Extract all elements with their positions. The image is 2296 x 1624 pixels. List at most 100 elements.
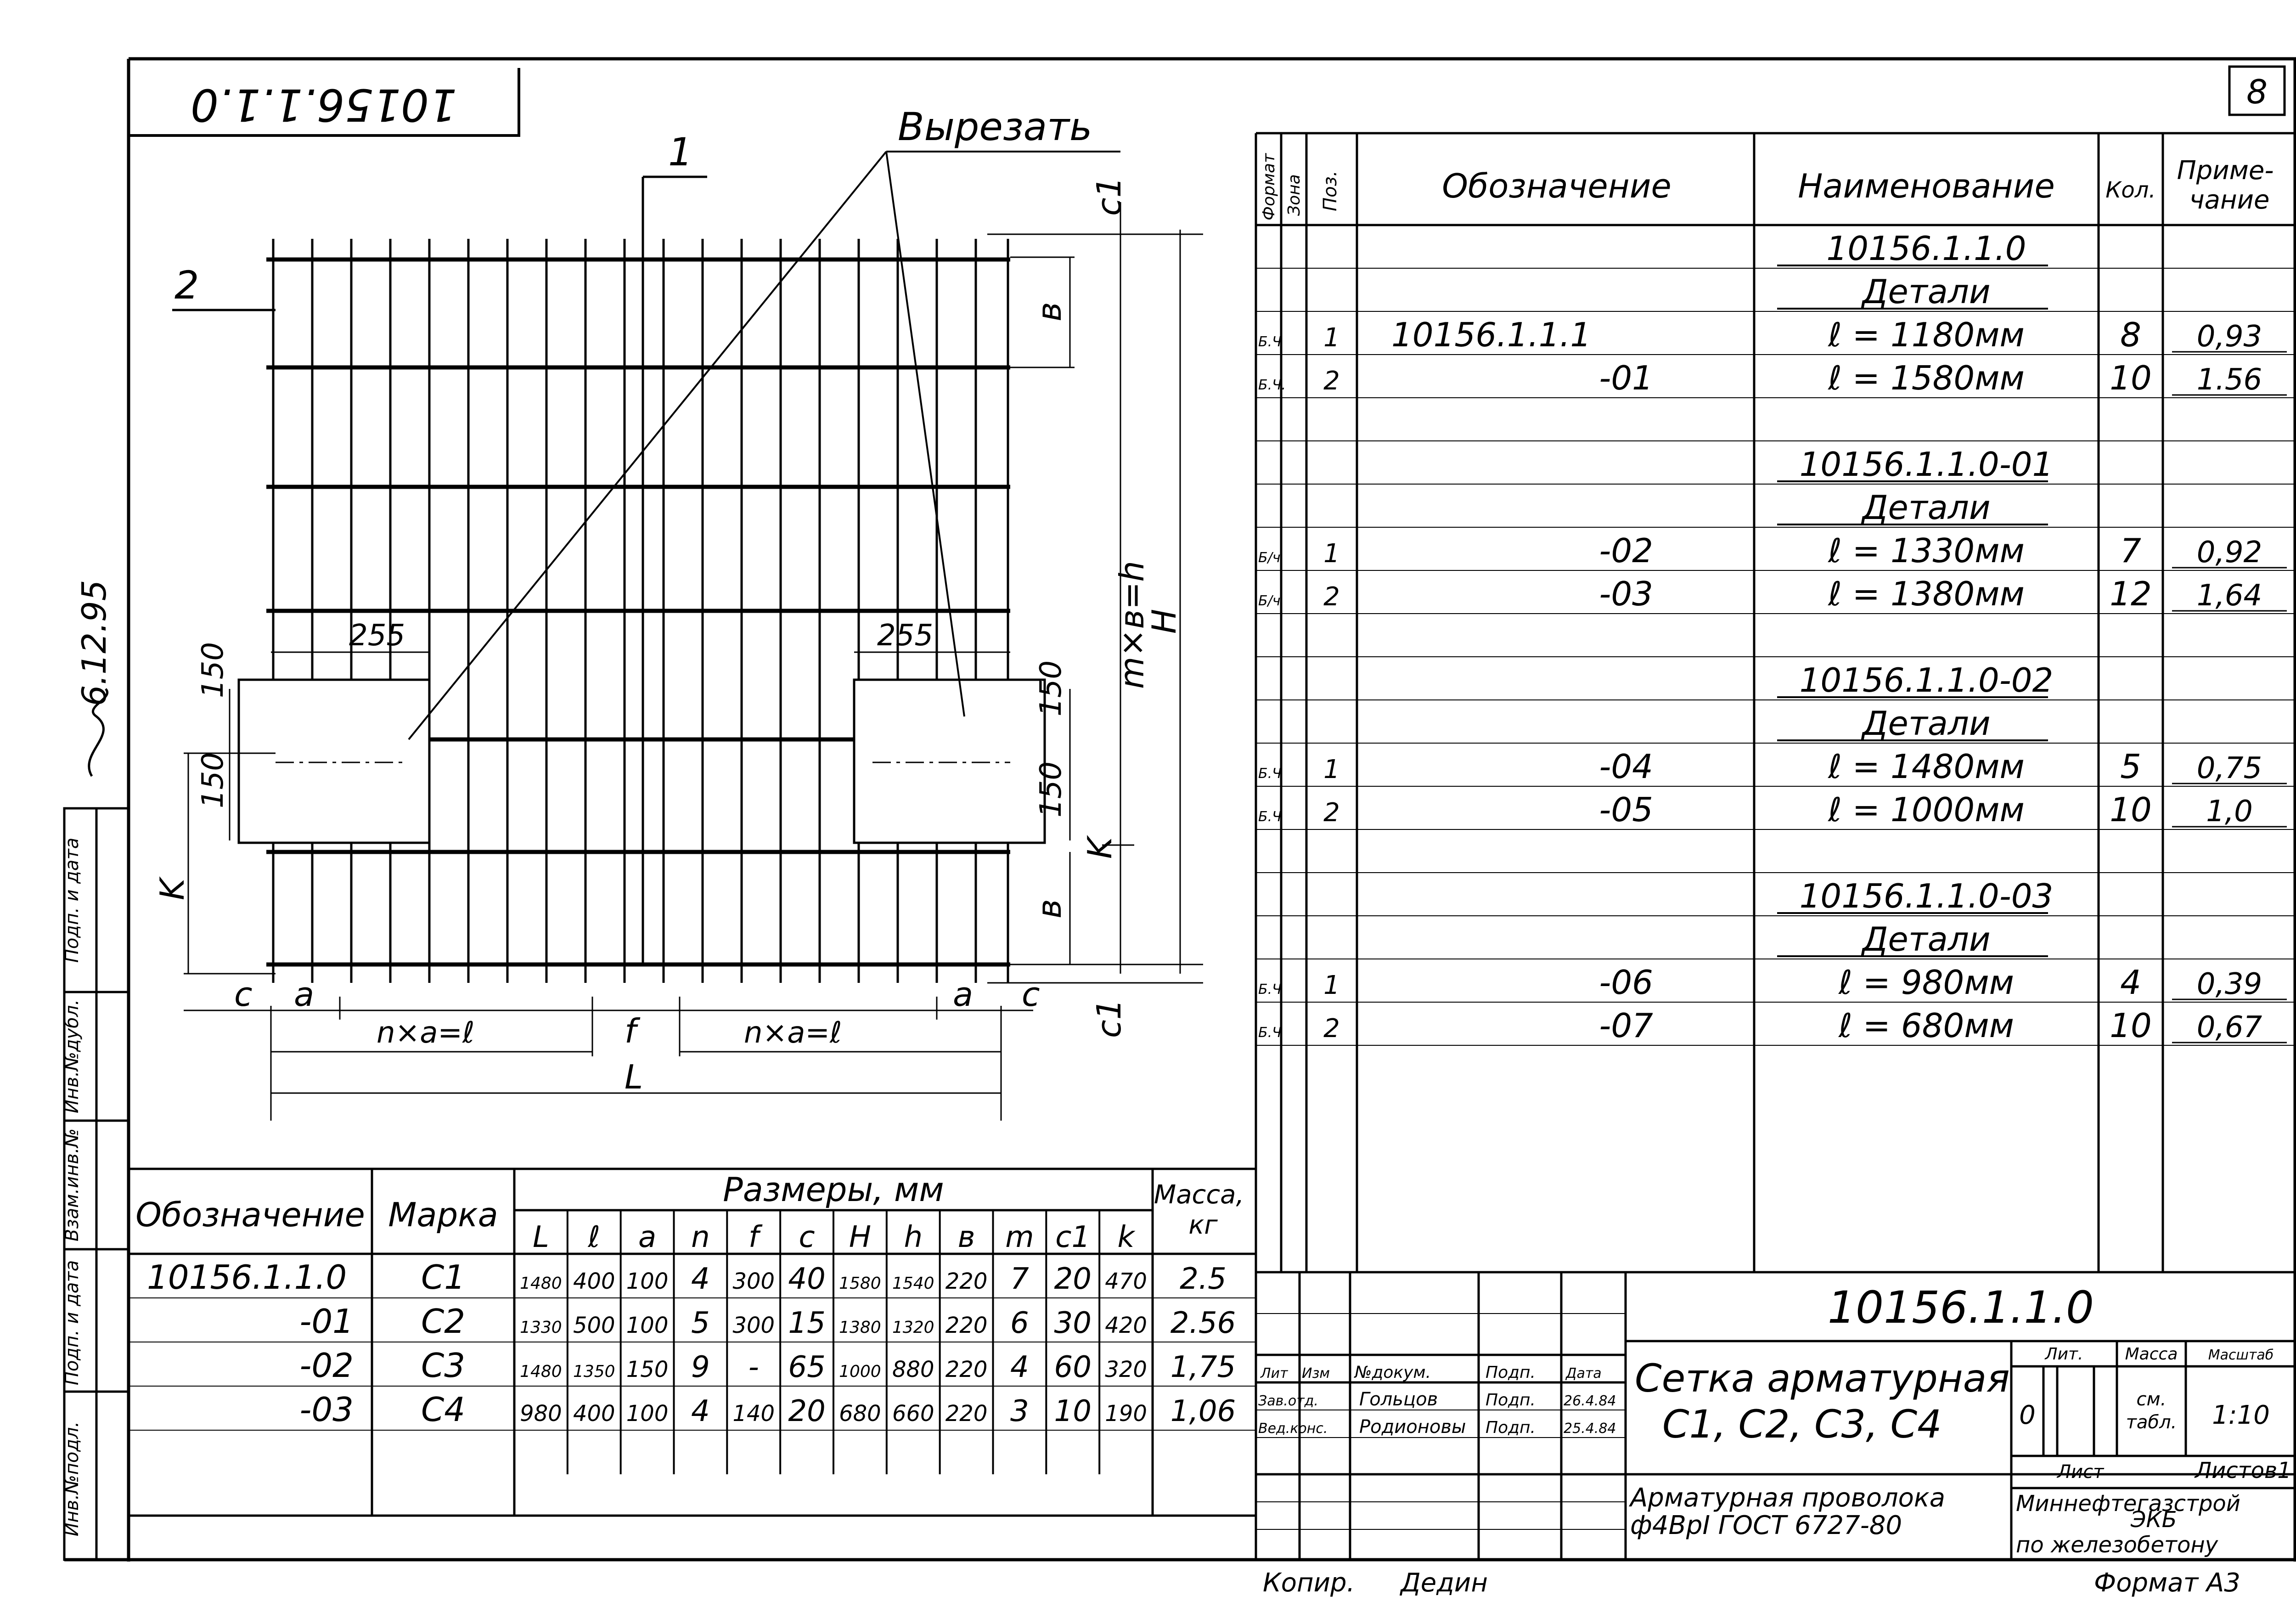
cut-leader	[408, 151, 1120, 740]
dim-c-right: c	[1022, 975, 1040, 1014]
dims-col-header: H	[849, 1220, 871, 1254]
dims-col-header: k	[1118, 1220, 1136, 1254]
dims-cell: 9	[691, 1350, 710, 1384]
spec-name: ℓ = 680мм	[1838, 1006, 2014, 1045]
spec-format: Б.Ч	[1258, 809, 1282, 825]
side-stamp-replace: Взам.инв.№	[62, 1128, 83, 1241]
dims-head-designation: Обозначение	[135, 1195, 365, 1234]
section-1-label: 1	[668, 130, 692, 175]
dim-b-top: в	[1030, 302, 1069, 321]
spec-pos: 2	[1323, 582, 1340, 612]
spec-qty: 4	[2120, 963, 2141, 1002]
dims-mass: 1,06	[1171, 1394, 1236, 1428]
spec-name: ℓ = 1330мм	[1827, 531, 2025, 570]
dims-cell: 20	[1054, 1262, 1092, 1296]
spec-note: 1,0	[2206, 795, 2253, 829]
spec-pos: 2	[1323, 798, 1340, 828]
dims-designation: -01	[299, 1302, 354, 1341]
cutout-right	[853, 678, 1046, 844]
spec-designation: 10156.1.1.1	[1391, 316, 1591, 354]
mesh-drawing: 1 2 Вырезать	[153, 104, 1203, 1121]
dims-mark: C4	[421, 1390, 465, 1429]
dim-b-bottom: в	[1030, 899, 1069, 919]
dims-cell: 15	[788, 1306, 825, 1340]
dim-255-left: 255	[349, 619, 405, 653]
dims-cell: 1350	[573, 1362, 615, 1381]
spec-pos: 2	[1323, 1014, 1340, 1043]
section-2-label: 2	[174, 263, 199, 308]
dims-cell: 1380	[839, 1318, 881, 1337]
dim-c1-bottom: c1	[1090, 999, 1128, 1038]
spec-format: Б.Ч.	[1258, 377, 1286, 393]
spec-head-zone: Зона	[1285, 174, 1304, 216]
tb-lit-value: 0	[2019, 1400, 2036, 1430]
spec-row: 10156.1.1.0-03	[1777, 877, 2053, 915]
dim-nxa-left: n×a=ℓ	[377, 1016, 474, 1050]
tb-col-sign: Подп.	[1486, 1363, 1536, 1382]
dims-cell: 300	[732, 1269, 775, 1294]
side-stamp-dup: Инв.№дубл.	[62, 999, 83, 1113]
dims-head-mass: Масса, кг	[1154, 1180, 1252, 1240]
dim-150-d: 150	[1034, 761, 1068, 818]
spec-pos: 2	[1323, 366, 1340, 396]
dims-mark: C3	[421, 1346, 465, 1385]
format-label: Формат А3	[2094, 1568, 2240, 1598]
spec-qty: 5	[2120, 747, 2141, 786]
dims-cell: 220	[945, 1357, 988, 1382]
spec-name: ℓ = 1580мм	[1827, 359, 2025, 397]
dims-mark: C1	[421, 1258, 465, 1297]
spec-row: Детали	[1777, 272, 2048, 311]
spec-name: ℓ = 1180мм	[1827, 316, 2025, 354]
section-1-marker	[642, 175, 707, 964]
dims-head-sizes: Размеры, мм	[723, 1170, 944, 1209]
spec-designation: -07	[1599, 1006, 1653, 1045]
tb-scale-value: 1:10	[2212, 1400, 2270, 1430]
dims-mass: 2.56	[1171, 1306, 1236, 1340]
spec-note: 1,64	[2197, 579, 2262, 613]
spec-pos: 1	[1323, 970, 1340, 1000]
top-stamp-box: 10156.1.1.0	[129, 68, 520, 137]
spec-designation: -03	[1599, 575, 1653, 613]
tb-row2-sign: Подп.	[1486, 1418, 1536, 1437]
dim-a-left: a	[294, 975, 314, 1014]
dims-cell: 300	[732, 1313, 775, 1338]
dim-c-left: c	[234, 975, 253, 1014]
tb-title-line1: Сетка арматурная	[1635, 1356, 2010, 1401]
cut-label: Вырезать	[898, 104, 1092, 149]
cutout-left	[237, 678, 431, 844]
dim-L: L	[625, 1058, 643, 1096]
side-stamp-inv: Инв.№подл.	[62, 1421, 83, 1537]
dims-table: Обозначение Марка Размеры, мм Масса, кг …	[129, 1167, 1256, 1517]
dims-cell: 190	[1105, 1401, 1147, 1427]
spec-designation: -06	[1599, 963, 1653, 1002]
tb-org-1: Миннефтегазстрой	[2016, 1491, 2240, 1517]
dims-cell: 660	[892, 1401, 934, 1427]
dims-cell: 140	[732, 1401, 775, 1427]
dims-mass: 1,75	[1171, 1350, 1236, 1384]
tb-sheet-label: Лист	[2056, 1461, 2105, 1483]
spec-qty: 12	[2110, 575, 2152, 613]
spec-row: 10156.1.1.0	[1777, 229, 2048, 268]
spec-row: Детали	[1777, 920, 2048, 959]
dims-cell: 100	[626, 1401, 669, 1427]
spec-name: ℓ = 1380мм	[1827, 575, 2025, 613]
tb-org-3: по железобетону	[2016, 1532, 2218, 1558]
dim-a-right: a	[953, 975, 973, 1014]
dims-cell: 40	[788, 1262, 825, 1296]
tb-row2-role: Вед.конс.	[1258, 1421, 1328, 1437]
spec-qty: 8	[2120, 316, 2141, 354]
dims-cell: 4	[691, 1262, 710, 1296]
tb-row1-sign: Подп.	[1486, 1391, 1536, 1410]
side-stamp-sign2: Подп. и дата	[62, 838, 83, 963]
spec-head-format: Формат	[1260, 153, 1278, 220]
tb-row1-name: Гольцов	[1359, 1389, 1438, 1410]
spec-format: Б.Ч	[1258, 1025, 1282, 1041]
dims-cell: 30	[1054, 1306, 1092, 1340]
dims-cell: 1540	[892, 1274, 934, 1293]
spec-designation: -01	[1599, 359, 1653, 397]
spec-note: 0,67	[2197, 1010, 2262, 1044]
dims-cell: 220	[945, 1401, 988, 1427]
